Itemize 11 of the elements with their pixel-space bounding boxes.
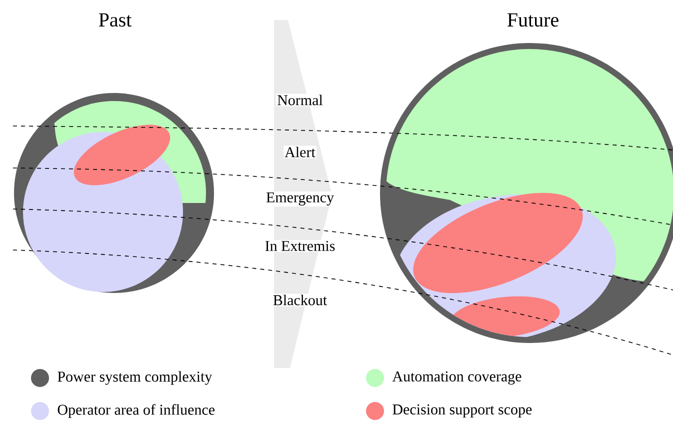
state-label: In Extremis [264,240,336,252]
state-label: Emergency [265,191,336,207]
heading: Future [507,13,558,27]
legend-label: Power system complexity [58,371,212,385]
heading: Past [98,13,132,27]
state-label: Alert [284,146,316,158]
legend-label: Operator area of influence [58,404,215,418]
state-label: Blackout [272,294,328,306]
legend-label: Decision support scope [392,404,532,418]
state-label: Normal [276,94,324,106]
legend-label: Automation coverage [392,371,522,385]
